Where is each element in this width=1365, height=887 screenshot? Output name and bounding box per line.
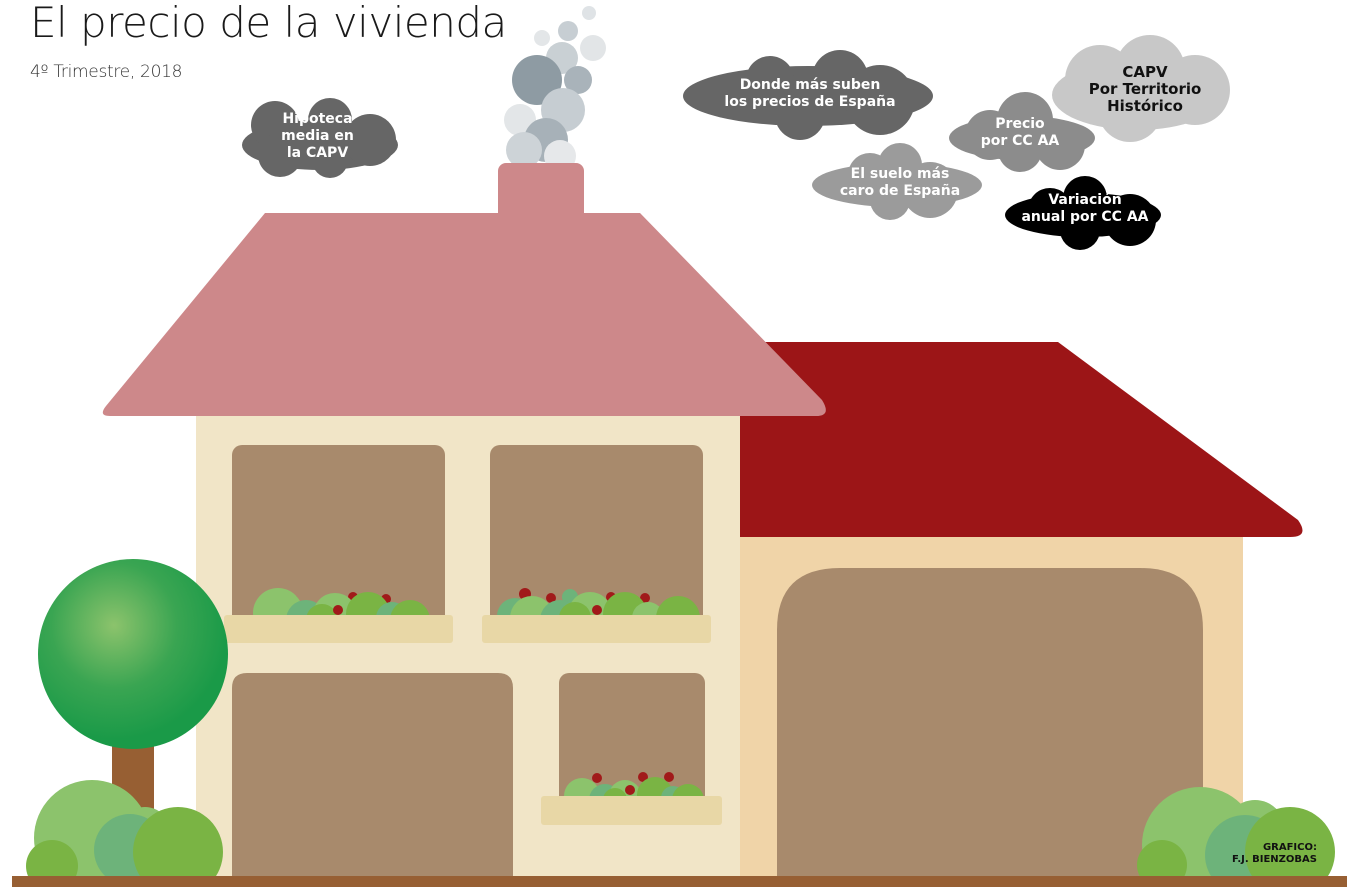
garage-door	[777, 568, 1203, 880]
cloud-label-capv-territorio[interactable]: CAPV Por Territorio Histórico	[1070, 60, 1220, 118]
cloud-text: El suelo más	[850, 166, 950, 182]
front-door	[232, 673, 513, 880]
cloud-label-hipoteca[interactable]: Hipoteca media en la CAPV	[250, 108, 385, 164]
cloud-capv-territorio[interactable]	[1052, 35, 1230, 142]
flower-box-lower	[541, 772, 722, 825]
cloud-suelo-caro[interactable]	[812, 143, 982, 220]
page-title: El precio de la vivienda	[30, 0, 507, 47]
cloud-label-variacion-anual[interactable]: Variación anual por CC AA	[1010, 189, 1160, 229]
smoke-icon	[504, 6, 606, 172]
cloud-variacion-anual[interactable]	[1005, 176, 1161, 250]
flower-box-upper-right	[482, 588, 711, 643]
cloud-label-donde-suben[interactable]: Donde más suben los precios de España	[700, 74, 920, 114]
cloud-text: Precio	[995, 116, 1045, 132]
cloud-text: los precios de España	[724, 94, 896, 110]
cloud-text: por CC AA	[980, 133, 1060, 149]
cloud-text: anual por CC AA	[1021, 209, 1149, 225]
chimney	[498, 163, 584, 223]
cloud-text: media en	[281, 127, 354, 144]
cloud-text: Por Territorio	[1088, 79, 1202, 98]
tree-icon	[38, 559, 228, 749]
cloud-text: la CAPV	[286, 144, 349, 161]
graphic-credit: GRAFICO: F.J. BIENZOBAS	[1232, 842, 1317, 866]
cloud-precio-ccaa[interactable]	[949, 92, 1095, 172]
bush-left-icon	[26, 780, 223, 887]
cloud-label-precio-ccaa[interactable]: Precio por CC AA	[960, 113, 1080, 153]
cloud-donde-suben[interactable]	[683, 50, 933, 140]
ground	[12, 876, 1347, 887]
cloud-text: Histórico	[1107, 96, 1183, 115]
main-roof	[102, 213, 826, 416]
garage-roof	[738, 342, 1303, 537]
cloud-text: Donde más suben	[739, 77, 881, 93]
cloud-hipoteca[interactable]	[242, 98, 398, 178]
flower-box-upper-left	[224, 588, 453, 643]
cloud-text: caro de España	[839, 183, 961, 199]
credit-line-1: GRAFICO:	[1262, 842, 1317, 853]
page-subtitle: 4º Trimestre, 2018	[30, 62, 183, 82]
window-upper-right	[490, 445, 703, 625]
cloud-label-suelo-caro[interactable]: El suelo más caro de España	[825, 163, 975, 203]
bush-right-icon	[1137, 787, 1335, 887]
credit-line-2: F.J. BIENZOBAS	[1231, 854, 1317, 865]
window-upper-left	[232, 445, 445, 625]
cloud-text: CAPV	[1122, 62, 1168, 81]
cloud-text: Hipoteca	[282, 110, 353, 127]
cloud-text: Variación	[1048, 192, 1122, 208]
